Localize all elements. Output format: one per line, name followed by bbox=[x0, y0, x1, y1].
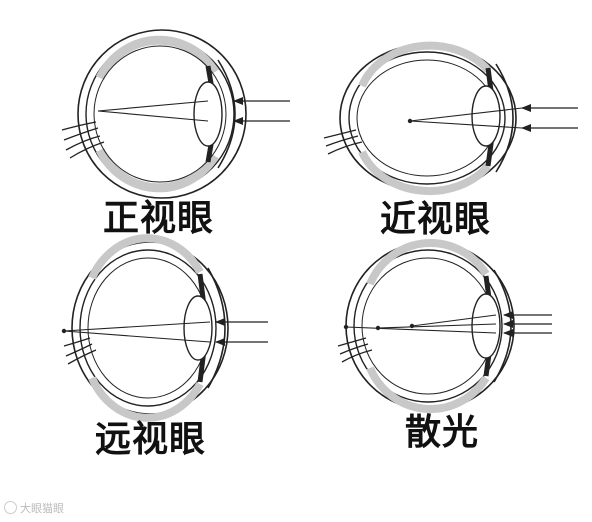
focus-point-astig-1 bbox=[409, 323, 415, 329]
watermark: 大眼猫眼 bbox=[4, 500, 64, 516]
ray-astig-6 bbox=[345, 326, 497, 334]
ray-myopia-3 bbox=[409, 107, 523, 122]
eyeball-normal bbox=[77, 29, 247, 199]
eye-myopia bbox=[323, 41, 578, 196]
caption-normal-eye: 正视眼 bbox=[103, 198, 215, 239]
eye-normal bbox=[61, 29, 290, 199]
cornea-hyperopia bbox=[207, 267, 226, 389]
ray-astig-5 bbox=[377, 323, 497, 329]
focus-point-myopia bbox=[407, 118, 413, 124]
eye-hyperopia bbox=[61, 234, 268, 422]
optic-nerve-myopia bbox=[323, 129, 363, 155]
cornea-normal bbox=[217, 59, 236, 169]
optic-nerve-astigmatism bbox=[337, 337, 373, 363]
watermark-icon bbox=[4, 501, 17, 514]
ray-astig-4 bbox=[411, 314, 497, 327]
ray-normal-4 bbox=[97, 110, 209, 122]
optic-nerve-normal bbox=[61, 121, 105, 159]
lens-myopia bbox=[471, 85, 501, 147]
cornea-myopia bbox=[495, 63, 514, 173]
caption-myopia: 近视眼 bbox=[380, 199, 492, 240]
ray-myopia-4 bbox=[409, 120, 523, 129]
lens-hyperopia bbox=[183, 295, 213, 361]
lens-astigmatism bbox=[471, 293, 501, 359]
eye-astigmatism bbox=[337, 238, 552, 414]
lens-normal bbox=[193, 81, 223, 147]
focus-point-astig-3 bbox=[343, 324, 349, 330]
focus-point-hyperopia bbox=[61, 328, 67, 334]
caption-hyperopia: 远视眼 bbox=[95, 419, 207, 460]
ray-hyperopia-4 bbox=[63, 330, 211, 343]
watermark-text: 大眼猫眼 bbox=[20, 502, 64, 515]
focus-point-astig-2 bbox=[375, 325, 381, 331]
ray-hyperopia-3 bbox=[63, 321, 211, 332]
ray-normal-3 bbox=[97, 100, 209, 112]
optic-nerve-hyperopia bbox=[63, 337, 97, 365]
caption-astigmatism: 散光 bbox=[405, 412, 480, 453]
